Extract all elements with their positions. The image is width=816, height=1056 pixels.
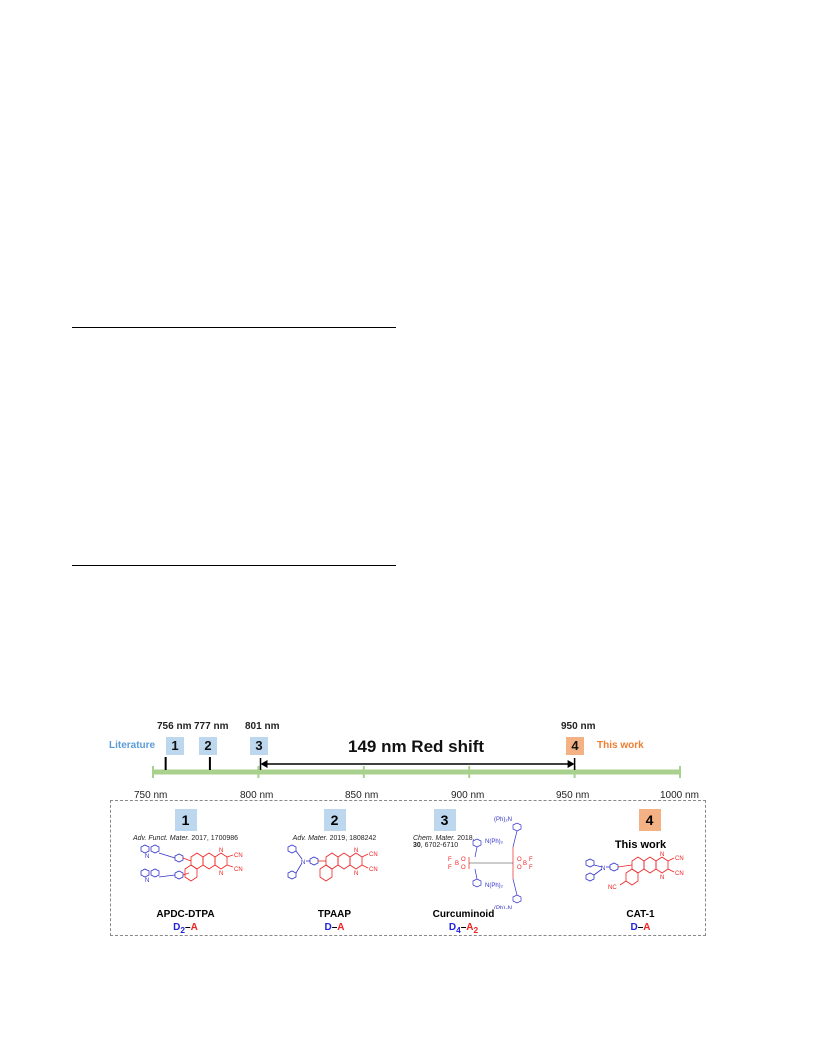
chem-label-nph2: N(Ph)₂ — [485, 883, 504, 889]
marker-1-box: 1 — [166, 737, 184, 755]
shift-arrow-head-left — [260, 760, 268, 768]
compound-3: 3 Chem. Mater. 2018,30, 6702-6710 (Ph)₂N… — [409, 801, 558, 935]
compound-3-name: Curcuminoid — [432, 909, 495, 920]
chem-label-f: F — [448, 857, 452, 863]
axis-tick-label: 950 nm — [556, 790, 590, 801]
chem-label-cn: CN — [369, 852, 378, 858]
marker-4-wavelength: 950 nm — [561, 721, 596, 732]
compound-2-number: 2 — [323, 809, 346, 831]
chem-label-cn: CN — [369, 867, 378, 873]
marker-1-wavelength: 756 nm — [157, 721, 192, 732]
compound-1-name: APDC-DTPA — [156, 909, 215, 920]
compound-2-structure: N N N CN CN — [287, 844, 378, 882]
marker-3-box: 3 — [250, 737, 268, 755]
compound-4-name: CAT-1 — [626, 909, 655, 920]
chem-label-f: F — [529, 857, 533, 863]
compound-1-number: 1 — [174, 809, 197, 831]
compound-4-structure: N N N CN CN NC — [585, 852, 684, 891]
compound-3-reference: Chem. Mater. 2018,30, 6702-6710 — [413, 835, 475, 849]
marker-3-wavelength: 801 nm — [245, 721, 280, 732]
horizontal-rule — [72, 327, 396, 328]
shift-arrow-head-right — [567, 760, 575, 768]
chem-label-n: N — [660, 852, 664, 858]
chem-label-n: N — [145, 878, 149, 884]
chem-label-cn: CN — [234, 853, 243, 859]
compound-3-type: D4–A2 — [448, 922, 479, 935]
timeline-axis — [152, 757, 681, 778]
chem-label-ph2n: (Ph)₂N — [494, 906, 512, 909]
compound-3-number: 3 — [433, 809, 456, 831]
compound-1-structure: N N N N CN CN — [140, 844, 243, 884]
compound-1-type: D2–A — [173, 922, 198, 935]
compound-4-type: D–A — [630, 922, 651, 933]
chem-label-n: N — [601, 866, 605, 872]
compound-2-type: D–A — [324, 922, 345, 933]
compound-4-number: 4 — [638, 809, 661, 831]
axis-tick-label: 900 nm — [451, 790, 485, 801]
marker-2-wavelength: 777 nm — [194, 721, 229, 732]
chem-label-f: F — [529, 865, 533, 871]
compound-1: 1 Adv. Funct. Mater. 2017, 1700986 N — [111, 801, 260, 935]
chem-label-b: B — [455, 861, 459, 867]
compound-3-structure: (Ph)₂N N(Ph)₂ N(Ph)₂ (Ph)₂N F F B O O O … — [448, 817, 533, 909]
chem-label-nph2: N(Ph)₂ — [485, 839, 504, 845]
chem-label-n: N — [219, 848, 223, 854]
chem-label-ph2n: (Ph)₂N — [494, 817, 512, 823]
axis-tick-label: 800 nm — [240, 790, 274, 801]
chem-label-n: N — [219, 871, 223, 877]
axis-tick-label: 1000 nm — [660, 790, 699, 801]
chem-label-o: O — [517, 865, 522, 871]
compound-2-name: TPAAP — [317, 909, 352, 920]
chem-label-cn: CN — [234, 867, 243, 873]
chem-label-n: N — [301, 860, 305, 866]
chem-label-n: N — [145, 854, 149, 860]
chem-label-n: N — [354, 848, 358, 854]
horizontal-rule — [72, 565, 396, 566]
literature-label: Literature — [109, 740, 156, 751]
axis-tick-label: 750 nm — [134, 790, 168, 801]
chem-label-o: O — [517, 857, 522, 863]
chem-label-n: N — [354, 871, 358, 877]
compounds-panel: 1 Adv. Funct. Mater. 2017, 1700986 N — [110, 800, 706, 936]
marker-2-box: 2 — [199, 737, 217, 755]
compound-4: 4 This work N N N CN CN NC — [558, 801, 707, 935]
chem-label-nc: NC — [608, 885, 617, 891]
chem-label-o: O — [461, 865, 466, 871]
chem-label-o: O — [461, 857, 466, 863]
axis-tick-label: 850 nm — [345, 790, 379, 801]
compound-4-this-work: This work — [614, 839, 667, 851]
chem-label-n: N — [660, 875, 664, 881]
this-work-label: This work — [597, 740, 644, 751]
compound-1-reference: Adv. Funct. Mater. 2017, 1700986 — [132, 835, 239, 842]
chem-label-b: B — [523, 861, 527, 867]
red-shift-label: 149 nm Red shift — [348, 737, 485, 756]
compound-2-reference: Adv. Mater. 2019, 1808242 — [292, 835, 377, 842]
compound-2: 2 Adv. Mater. 2019, 1808242 N N N CN CN — [260, 801, 409, 935]
chem-label-cn: CN — [675, 871, 684, 877]
chem-label-f: F — [448, 865, 452, 871]
chem-label-cn: CN — [675, 856, 684, 862]
marker-4-box: 4 — [566, 737, 584, 755]
